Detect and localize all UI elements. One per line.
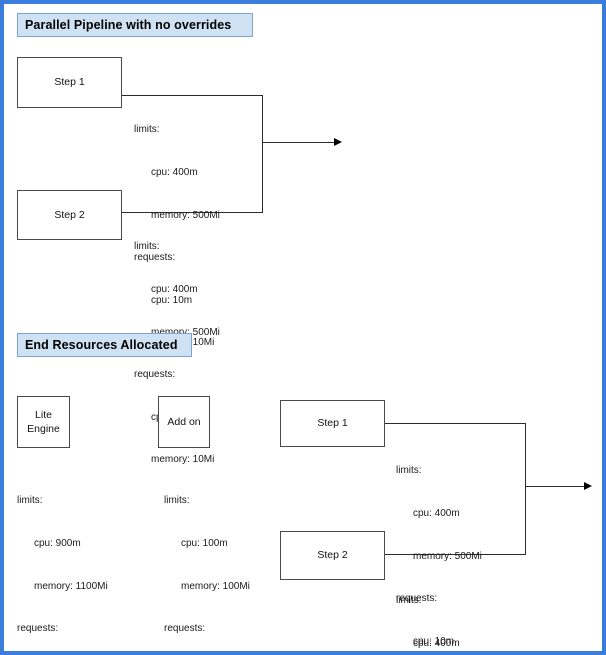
spec-lite-engine: limits: cpu: 900m memory: 1100Mi request… [17, 466, 108, 655]
spec-limits-label: limits: [396, 595, 422, 607]
node-top-step-1-label: Step 1 [54, 76, 85, 89]
spec-requests-label: requests: [164, 623, 206, 635]
spec-add-on: limits: cpu: 100m memory: 100Mi requests… [164, 466, 250, 655]
node-bottom-step-1[interactable]: Step 1 [280, 400, 385, 447]
spec-limits-memory: memory: 1100Mi [34, 580, 108, 592]
section-title-text: End Resources Allocated [25, 337, 178, 352]
connector-bottom-step-1-horizontal [385, 423, 526, 424]
section-banner-parallel-pipeline: Parallel Pipeline with no overrides [17, 13, 253, 37]
connector-top-step-2-horizontal [122, 212, 263, 213]
connector-bottom-output-arrow-line [525, 486, 588, 487]
spec-limits-cpu: cpu: 400m [151, 283, 198, 295]
connector-top-vertical-join [262, 95, 263, 213]
node-bottom-step-2-label: Step 2 [317, 549, 348, 562]
spec-limits-memory: memory: 500Mi [151, 209, 220, 221]
connector-bottom-step-2-horizontal [385, 554, 526, 555]
spec-limits-cpu: cpu: 400m [151, 166, 198, 178]
node-lite-engine-label: Lite Engine [27, 408, 60, 436]
spec-limits-memory: memory: 500Mi [151, 326, 220, 338]
node-add-on[interactable]: Add on [158, 396, 210, 448]
node-lite-engine-label-line-2: Engine [27, 423, 60, 435]
node-lite-engine-label-line-1: Lite [35, 408, 52, 421]
spec-limits-cpu: cpu: 400m [413, 637, 460, 649]
spec-bottom-step-1: limits: cpu: 400m memory: 500Mi requests… [396, 436, 482, 655]
node-top-step-2-label: Step 2 [54, 208, 85, 221]
spec-limits-label: limits: [17, 495, 43, 507]
node-bottom-step-1-label: Step 1 [317, 417, 348, 430]
spec-requests-label: requests: [396, 593, 438, 605]
spec-requests-label: requests: [134, 369, 176, 381]
spec-requests-cpu: cpu: 10m [413, 635, 455, 647]
connector-bottom-vertical-join [525, 423, 526, 555]
node-top-step-1[interactable]: Step 1 [17, 57, 122, 108]
spec-bottom-step-2: limits: cpu: 400m memory: 500Mi requests… [396, 566, 482, 655]
node-bottom-step-2[interactable]: Step 2 [280, 531, 385, 580]
section-title-text: Parallel Pipeline with no overrides [25, 17, 232, 32]
spec-requests-memory: memory: 10Mi [151, 454, 215, 466]
spec-limits-label: limits: [164, 495, 190, 507]
node-add-on-label: Add on [167, 415, 201, 428]
spec-limits-cpu: cpu: 400m [413, 507, 460, 519]
spec-requests-cpu: cpu: 10m [151, 294, 193, 306]
node-lite-engine[interactable]: Lite Engine [17, 396, 70, 448]
connector-top-output-arrow-line [262, 142, 338, 143]
spec-limits-label: limits: [134, 124, 160, 136]
spec-requests-label: requests: [134, 252, 176, 264]
spec-limits-label: limits: [396, 465, 422, 477]
spec-limits-label: limits: [134, 241, 160, 253]
section-banner-end-resources: End Resources Allocated [17, 333, 192, 357]
spec-limits-cpu: cpu: 900m [34, 537, 81, 549]
spec-limits-cpu: cpu: 100m [181, 537, 228, 549]
node-top-step-2[interactable]: Step 2 [17, 190, 122, 240]
spec-limits-memory: memory: 500Mi [413, 550, 482, 562]
spec-limits-memory: memory: 100Mi [181, 580, 250, 592]
connector-bottom-output-arrow-head [584, 482, 592, 490]
spec-requests-label: requests: [17, 623, 59, 635]
connector-top-step-1-horizontal [122, 95, 263, 96]
connector-top-output-arrow-head [334, 138, 342, 146]
